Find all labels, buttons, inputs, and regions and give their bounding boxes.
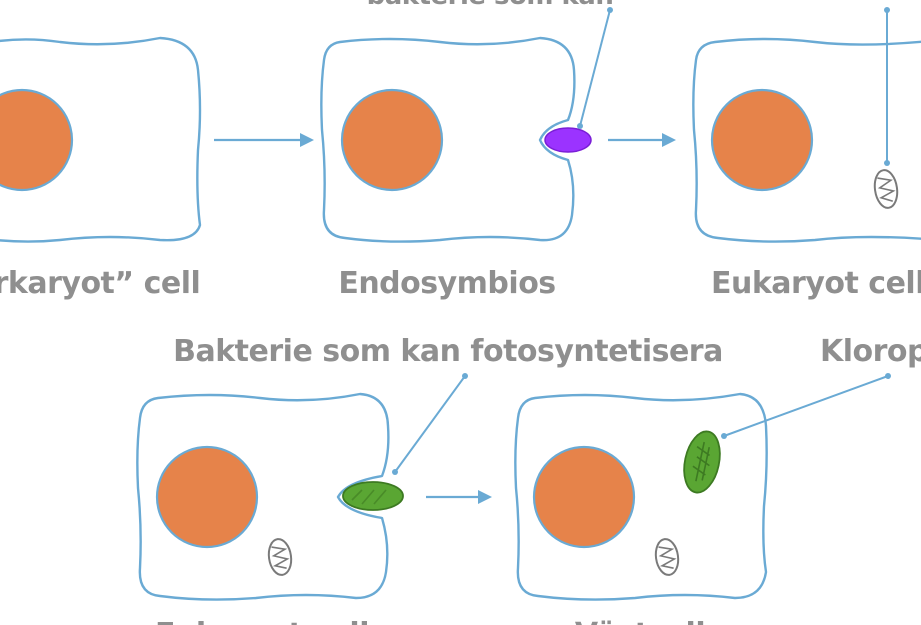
cell-plant [514, 373, 891, 601]
label-bottom-left: Eukaryot cell [155, 617, 369, 625]
label-bottom-right: Växtcell [575, 617, 705, 625]
nucleus [532, 445, 636, 549]
cell-endosymbios [320, 7, 613, 243]
cell-membrane [320, 36, 576, 243]
label-eukaryot: Eukaryot cell [711, 266, 921, 301]
cell-urkaryot [0, 36, 202, 243]
cell-eukaryot-uptake [136, 373, 468, 601]
cell-eukaryot [692, 7, 921, 243]
nucleus [340, 88, 444, 192]
pointer-line [579, 9, 611, 127]
label-top-partial: bakterie som kan [367, 0, 614, 11]
arrow-2 [608, 133, 676, 147]
chloroplast [683, 430, 721, 494]
arrow-3 [426, 490, 492, 504]
aerobic-bacterium [544, 127, 592, 153]
label-bakterie-fotosyntes: Bakterie som kan fotosyntetisera [173, 334, 723, 369]
nucleus [0, 88, 74, 192]
nucleus [710, 88, 814, 192]
mitochondrion [654, 538, 680, 576]
cell-membrane [0, 36, 202, 243]
pointer-line [723, 375, 889, 437]
arrow-1 [214, 133, 314, 147]
label-urkaryot: Urkaryot” cell [0, 266, 200, 301]
photosynthetic-bacterium [342, 481, 404, 511]
mitochondrion [873, 169, 899, 209]
pointer-line [394, 375, 466, 473]
cell-membrane [136, 392, 390, 601]
label-kloroplast: Kloroplast [820, 334, 921, 369]
label-endosymbios: Endosymbios [338, 266, 555, 301]
mitochondrion [267, 538, 293, 576]
nucleus [155, 445, 259, 549]
